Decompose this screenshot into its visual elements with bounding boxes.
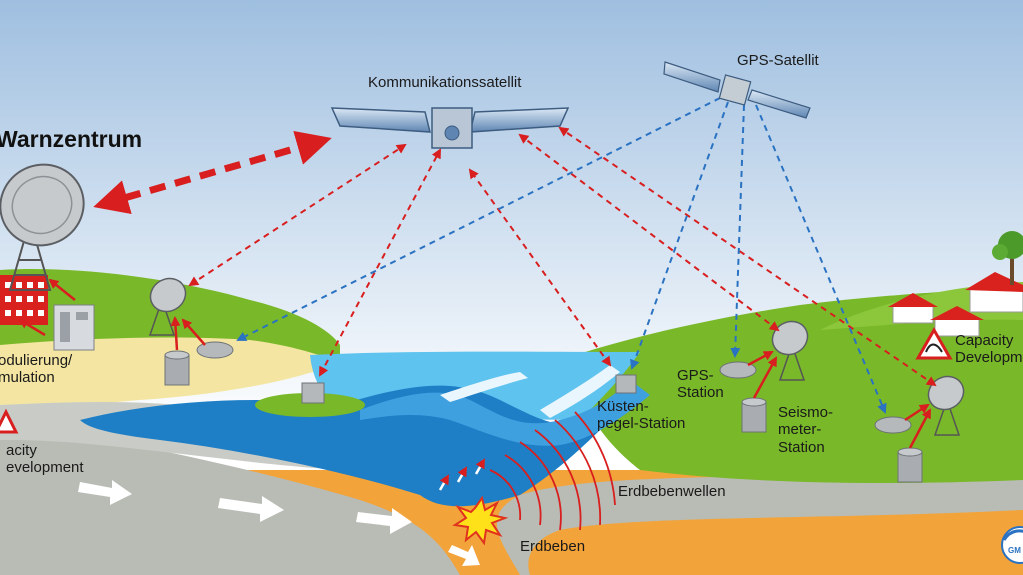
logo-text: GM (1008, 546, 1021, 555)
earthquake-waves-label: Erdbebenwellen (618, 483, 726, 500)
server-rack (53, 304, 95, 351)
dish-icon (0, 163, 85, 291)
sensor-icon (741, 397, 767, 433)
island (255, 393, 365, 417)
warning-center-building (0, 275, 48, 325)
island-station-box (301, 382, 325, 404)
gps-downlinks-blue (236, 97, 887, 414)
seismic-waves (489, 411, 616, 531)
oceanic-crust (0, 420, 1023, 575)
dish-icon (927, 375, 965, 436)
house-icon (965, 272, 1023, 313)
explosion-icon (452, 495, 509, 546)
tide-gauge-station-label: Küsten- pegel-Station (597, 398, 686, 433)
gps-satellite-label: GPS-Satellit (737, 52, 819, 69)
satellite-uplinks-red (188, 126, 937, 387)
sensor-icon (897, 447, 923, 483)
gps-station-label: GPS- Station (677, 367, 724, 402)
seismometer-station-label: Seismo- meter- Station (778, 404, 834, 456)
earthquake-label: Erdbeben (520, 538, 586, 555)
gps-receiver-left (196, 341, 234, 359)
house-icon (930, 306, 984, 337)
dish-icon (148, 277, 187, 336)
capacity-right-label: Capacity Developm (955, 332, 1023, 367)
plate-motion-arrows (78, 480, 480, 566)
capacity-left-label: acity evelopment (6, 442, 84, 477)
logo-icon (1001, 526, 1023, 564)
satellite-icon (663, 61, 811, 119)
tree-icon (992, 231, 1023, 285)
wave-crest-1 (440, 372, 528, 402)
modulation-label: odulierung/ mulation (0, 352, 73, 387)
sensor-icon (164, 350, 190, 386)
uplift-arrows (438, 458, 486, 491)
satellite-icon (330, 107, 570, 149)
gps-sensor-right (874, 416, 912, 434)
warning-center-label: Warnzentrum (0, 126, 143, 152)
warning-icon (0, 408, 19, 434)
comm-satellite-label: Kommunikationssatellit (368, 74, 522, 91)
tsunami-wave (360, 380, 650, 446)
tide-gauge-box (615, 374, 637, 394)
